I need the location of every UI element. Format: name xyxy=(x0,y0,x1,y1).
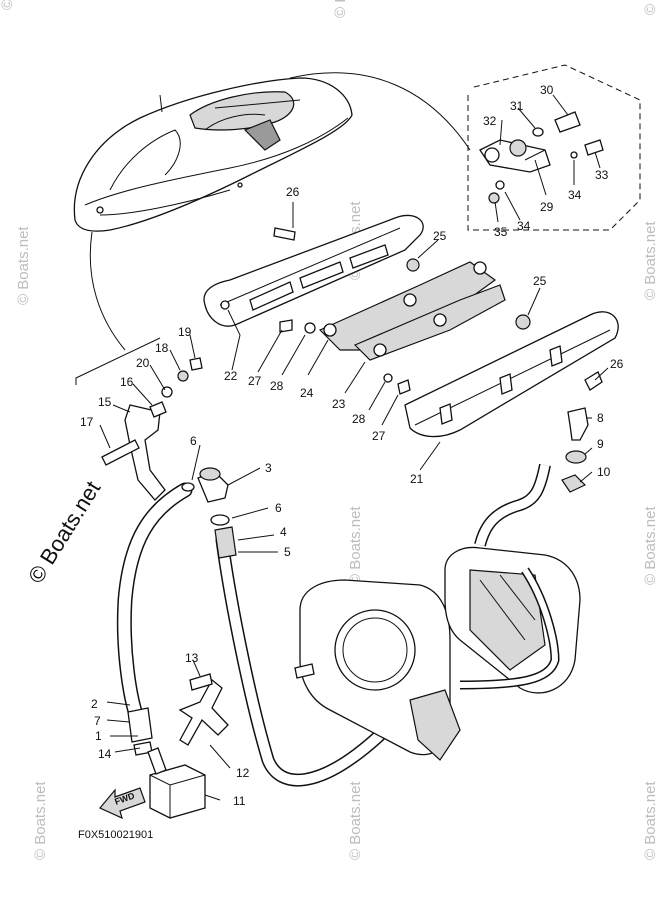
callout-34b: 34 xyxy=(517,219,531,233)
callout-9: 9 xyxy=(597,437,604,451)
detail-box xyxy=(467,64,641,231)
callout-6b: 6 xyxy=(275,501,282,515)
long-tube xyxy=(214,526,387,787)
watermark-text: © Boats.net xyxy=(32,781,49,860)
callout-12: 12 xyxy=(236,766,250,780)
callout-16: 16 xyxy=(120,375,134,389)
callout-24: 24 xyxy=(300,386,314,400)
callout-6a: 6 xyxy=(190,434,197,448)
callout-2: 2 xyxy=(91,697,98,711)
bracket-assembly xyxy=(101,357,203,501)
callout-27a: 27 xyxy=(248,374,262,388)
callout-8: 8 xyxy=(597,411,604,425)
watermark-text: © Boats.net xyxy=(332,0,349,18)
callout-28a: 28 xyxy=(270,379,284,393)
valve-fitting xyxy=(181,467,230,526)
callout-13: 13 xyxy=(185,651,199,665)
watercraft-illustration xyxy=(73,77,353,232)
callout-23: 23 xyxy=(332,397,346,411)
watermark-text: © Boats.net xyxy=(642,781,659,860)
hardware-upper xyxy=(273,227,603,395)
callout-35: 35 xyxy=(494,225,508,239)
fwd-arrow-icon: FWD xyxy=(99,787,146,820)
water-manifold xyxy=(318,261,506,361)
callout-15: 15 xyxy=(98,395,112,409)
watermark-logo: © Boats.net xyxy=(23,477,105,588)
callout-14: 14 xyxy=(98,747,112,761)
watermark-text: © Boats.net xyxy=(642,221,659,300)
watermark-text: © Boats.net xyxy=(642,506,659,585)
watermark-text: © Boats.net xyxy=(347,506,364,585)
watermark-text: © Boats.net xyxy=(347,781,364,860)
mounting-bracket xyxy=(178,673,229,746)
leader-curve xyxy=(89,231,126,351)
callout-5: 5 xyxy=(284,545,291,559)
callout-31: 31 xyxy=(510,99,524,113)
watermark-text: © Boats.net xyxy=(15,226,32,305)
callout-33: 33 xyxy=(595,168,609,182)
callout-20: 20 xyxy=(136,356,150,370)
leader-curve xyxy=(289,72,471,151)
engine-castings xyxy=(294,546,581,761)
callout-19: 19 xyxy=(178,325,192,339)
callout-29: 29 xyxy=(540,200,554,214)
hose-left xyxy=(116,482,193,756)
callout-leaders xyxy=(99,94,609,801)
callout-11: 11 xyxy=(233,794,246,808)
callout-32: 32 xyxy=(483,114,497,128)
leader-bracket xyxy=(75,337,161,385)
callout-25b: 25 xyxy=(533,274,547,288)
callout-labels: 1 2 3 4 5 6 6 7 8 9 10 11 12 13 14 15 16… xyxy=(80,83,624,808)
watermark-text: © Boats.net xyxy=(0,0,16,10)
callout-4: 4 xyxy=(280,525,287,539)
water-box xyxy=(147,747,206,819)
callout-17: 17 xyxy=(80,415,94,429)
callout-10: 10 xyxy=(597,465,611,479)
callout-34a: 34 xyxy=(568,188,582,202)
callout-25a: 25 xyxy=(433,229,447,243)
callout-30: 30 xyxy=(540,83,554,97)
detail-parts xyxy=(479,111,604,204)
manifold-cover-lower xyxy=(404,311,619,438)
callout-18: 18 xyxy=(155,341,169,355)
callout-26a: 26 xyxy=(286,185,300,199)
hose-right xyxy=(459,463,560,690)
callout-22: 22 xyxy=(224,369,238,383)
callout-28b: 28 xyxy=(352,412,366,426)
callout-1: 1 xyxy=(95,729,102,743)
callout-21: 21 xyxy=(410,472,424,486)
callout-26b: 26 xyxy=(610,357,624,371)
watermark-text: © Boats.net xyxy=(642,0,659,15)
diagram-code: F0X510021901 xyxy=(78,829,153,841)
hardware-right xyxy=(561,407,589,493)
callout-7: 7 xyxy=(94,714,101,728)
callout-3: 3 xyxy=(265,461,272,475)
callout-27b: 27 xyxy=(372,429,386,443)
manifold-cover-upper xyxy=(203,214,424,327)
